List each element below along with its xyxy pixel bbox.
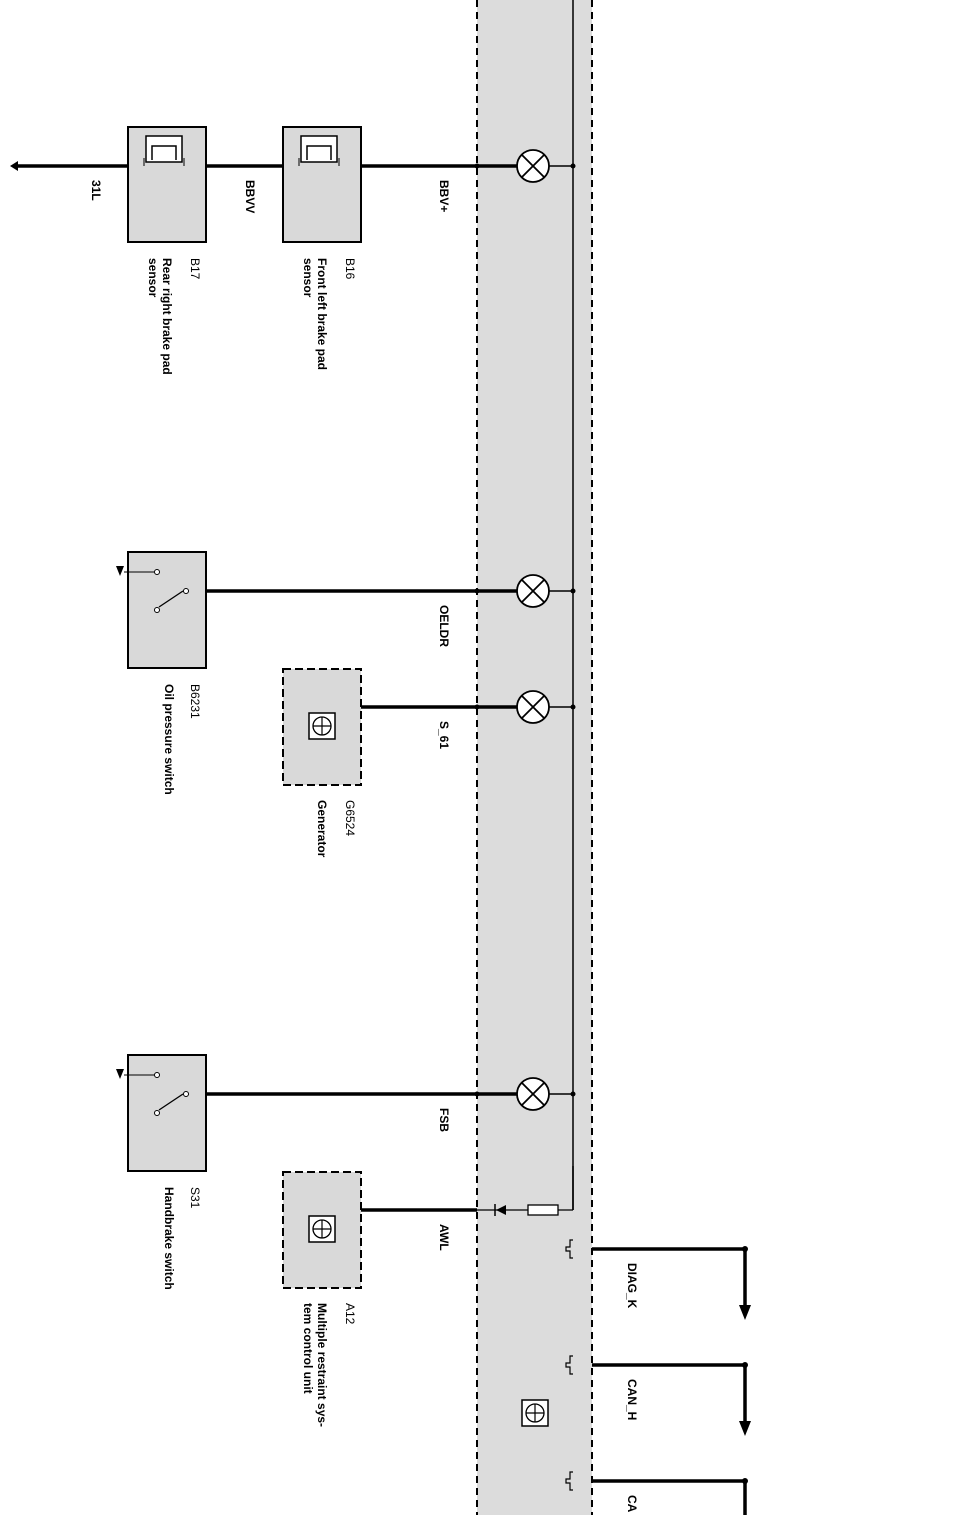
junction-dot xyxy=(570,588,576,594)
wire-label-31L: 31L xyxy=(89,180,103,201)
switch-icon xyxy=(116,566,189,613)
wire-label-s61: S_61 xyxy=(437,721,451,749)
g6524-name: Generator xyxy=(315,800,329,858)
junction-dot xyxy=(570,1091,576,1097)
wire-label-bbvp: BBV+ xyxy=(437,180,451,212)
warning-lamp-icon xyxy=(516,1077,550,1111)
b16-sensor-box xyxy=(282,126,362,243)
resistor-icon xyxy=(527,1204,559,1216)
control-unit-icon xyxy=(308,1215,336,1243)
b17-name-line2: sensor xyxy=(146,258,160,298)
junction-dot xyxy=(570,163,576,169)
wire-label-awl: AWL xyxy=(437,1224,451,1251)
wire-label-bbvv: BBVV xyxy=(243,180,257,213)
g6524-generator-box xyxy=(282,668,362,786)
b6231-id: B6231 xyxy=(188,684,202,719)
b17-sensor-box xyxy=(127,126,207,243)
a12-name-line2: tem control unit xyxy=(301,1303,315,1394)
s31-name: Handbrake switch xyxy=(162,1187,176,1290)
warning-lamp-icon xyxy=(516,574,550,608)
b17-id: B17 xyxy=(188,258,202,280)
warning-lamp-icon xyxy=(516,149,550,183)
b6231-switch-box xyxy=(116,551,207,669)
bus-connector-icon xyxy=(565,1471,573,1491)
junction-dot xyxy=(474,163,480,169)
wire-label-can-l: CA xyxy=(625,1495,639,1513)
diode-icon xyxy=(494,1204,506,1216)
g6524-id: G6524 xyxy=(343,800,357,836)
b16-id: B16 xyxy=(343,258,357,280)
b17-name-line1: Rear right brake pad xyxy=(160,258,174,375)
a12-control-unit-box xyxy=(282,1171,362,1289)
bus-connector-icon xyxy=(565,1355,573,1375)
ground-icon xyxy=(10,161,18,171)
wire-label-fsb: FSB xyxy=(437,1108,451,1132)
bus-connector-icon xyxy=(565,1239,573,1259)
arrow-down-icon xyxy=(739,1421,751,1436)
control-unit-icon xyxy=(521,1399,549,1427)
arrow-down-icon xyxy=(739,1305,751,1320)
warning-lamp-icon xyxy=(516,690,550,724)
instrument-cluster-panel xyxy=(477,0,592,1515)
junction-dot xyxy=(474,588,480,594)
wire-label-diag-k: DIAG_K xyxy=(625,1263,639,1309)
junction-dot xyxy=(570,704,576,710)
s31-switch-box xyxy=(116,1054,207,1172)
b16-name-line2: sensor xyxy=(301,258,315,298)
junction-dot xyxy=(474,704,480,710)
control-unit-icon xyxy=(308,712,336,740)
switch-icon xyxy=(116,1069,189,1116)
brake-pad-sensor-icon xyxy=(298,135,340,166)
s31-id: S31 xyxy=(188,1187,202,1209)
b6231-name: Oil pressure switch xyxy=(162,684,176,795)
b16-name-line1: Front left brake pad xyxy=(315,258,329,370)
wire-label-can-h: CAN_H xyxy=(625,1379,639,1420)
a12-id: A12 xyxy=(343,1303,357,1325)
junction-dot xyxy=(474,1091,480,1097)
wire-label-oeldr: OELDR xyxy=(437,605,451,647)
a12-name-line1: Multiple restraint sys- xyxy=(315,1303,329,1427)
brake-pad-sensor-icon xyxy=(143,135,185,166)
